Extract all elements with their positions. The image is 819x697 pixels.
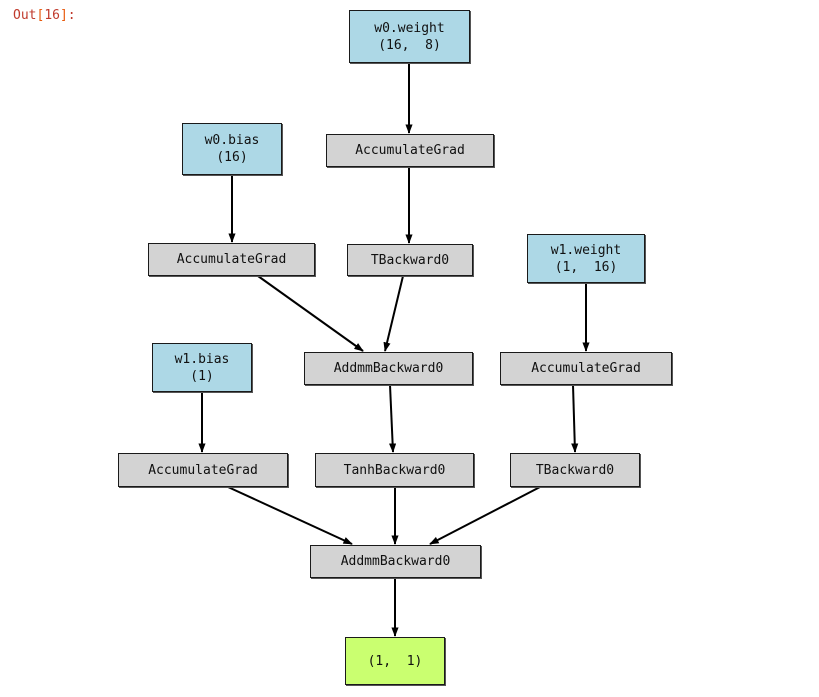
- graph-edge-accgrad_w1w-to-tbackward_w1: [571, 384, 579, 453]
- graph-node-tbackward_w1: TBackward0: [510, 453, 640, 487]
- node-label-primary: TanhBackward0: [343, 462, 446, 478]
- prompt-number: 16: [44, 8, 60, 23]
- node-label-primary: AccumulateGrad: [531, 361, 641, 376]
- node-label-primary: w0.weight: [374, 20, 445, 36]
- node-label-shape: (1): [190, 368, 214, 384]
- graph-edge-tbackward_w0-to-addmm_0: [383, 275, 404, 352]
- node-label-primary: AccumulateGrad: [148, 462, 258, 478]
- graph-node-w1_weight: w1.weight(1, 16): [527, 234, 645, 283]
- graph-node-w0_weight: w0.weight(16, 8): [349, 10, 470, 63]
- graph-edge-accgrad_w0b-to-addmm_0: [257, 275, 364, 352]
- graph-node-out_tensor: (1, 1): [345, 637, 445, 685]
- graph-edge-addmm_0-to-tanh: [389, 384, 397, 453]
- node-label-primary: TBackward0: [535, 462, 615, 478]
- graph-node-accgrad_w0b: AccumulateGrad: [148, 243, 315, 276]
- prompt-open-bracket: [: [36, 8, 45, 23]
- cell-output-prompt: Out[16]:: [13, 8, 76, 24]
- node-label-primary: AddmmBackward0: [340, 554, 451, 569]
- graph-node-tbackward_w0: TBackward0: [347, 244, 473, 276]
- node-label-primary: (1, 1): [367, 653, 423, 669]
- node-label-primary: AccumulateGrad: [176, 252, 287, 267]
- prompt-close-bracket: ]: [59, 8, 68, 23]
- node-label-shape: (16, 8): [378, 37, 441, 53]
- graph-edge-accgrad_w1b-to-addmm_1: [227, 486, 353, 545]
- graph-node-tanh: TanhBackward0: [315, 453, 474, 487]
- node-label-primary: w1.bias: [174, 351, 230, 367]
- node-label-primary: TBackward0: [370, 252, 450, 268]
- graph-node-addmm_0: AddmmBackward0: [304, 352, 473, 385]
- prompt-prefix: Out: [13, 8, 37, 23]
- node-label-primary: AccumulateGrad: [355, 143, 465, 158]
- node-label-primary: AddmmBackward0: [333, 361, 444, 376]
- node-label-primary: w0.bias: [204, 133, 260, 148]
- graph-node-w0_bias: w0.bias (16): [182, 123, 282, 175]
- prompt-colon: :: [67, 8, 76, 23]
- node-label-shape: (16): [216, 150, 248, 165]
- graph-node-accgrad_w1b: AccumulateGrad: [118, 453, 288, 487]
- graph-node-w1_bias: w1.bias(1): [152, 343, 252, 392]
- graph-node-accgrad_w1w: AccumulateGrad: [500, 352, 672, 385]
- graph-node-addmm_1: AddmmBackward0: [310, 545, 481, 578]
- node-label-shape: (1, 16): [554, 259, 618, 275]
- graph-node-accgrad_w0w: AccumulateGrad: [326, 134, 494, 167]
- graph-edge-tbackward_w1-to-addmm_1: [429, 486, 541, 545]
- node-label-primary: w1.weight: [550, 242, 622, 258]
